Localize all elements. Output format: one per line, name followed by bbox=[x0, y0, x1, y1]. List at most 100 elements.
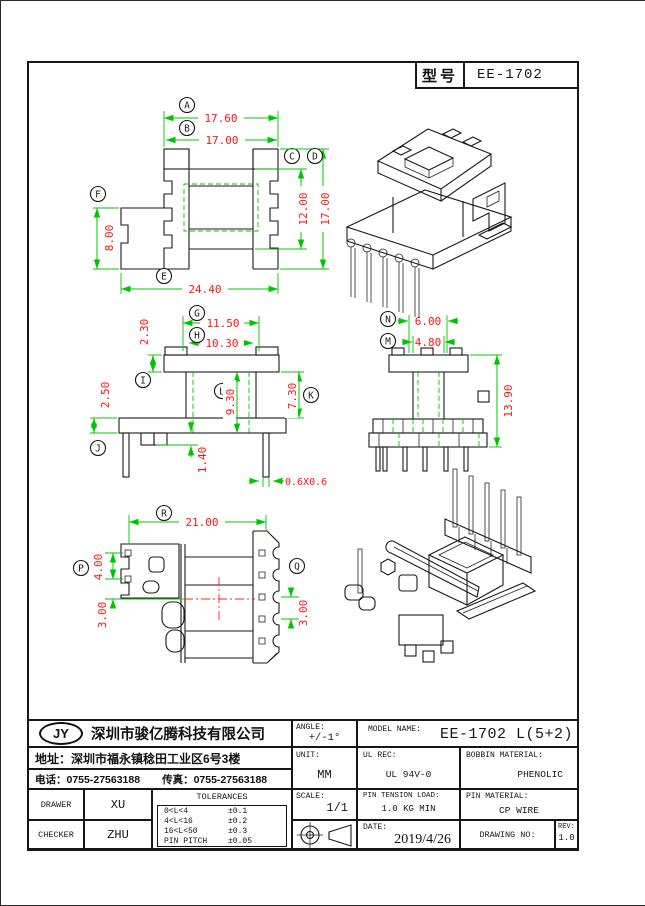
model-value: EE-1702 bbox=[477, 67, 543, 83]
balloon-e: E bbox=[161, 272, 167, 283]
dim-pin-square: 0.6X0.6 bbox=[285, 477, 327, 488]
dim-2-30: 2.30 bbox=[138, 319, 151, 346]
balloon-j: J bbox=[95, 444, 101, 455]
model-name-value: EE-1702 L(5+2) bbox=[440, 726, 574, 743]
pin-material-value: CP WIRE bbox=[499, 805, 539, 816]
dim-4-80: 4.80 bbox=[415, 336, 442, 349]
fax-text: 传真：0755-27563188 bbox=[162, 773, 268, 786]
ul-value: UL 94V-0 bbox=[385, 769, 432, 780]
dim-10-30: 10.30 bbox=[205, 337, 238, 350]
balloon-c: C bbox=[289, 152, 295, 163]
tolerance-row: 0<L<4±0.1 bbox=[164, 807, 248, 816]
scale-label: SCALE: bbox=[296, 792, 325, 801]
angle-cell: ANGLE: +/-1° bbox=[291, 719, 358, 748]
unit-cell: UNIT: MM bbox=[291, 746, 358, 790]
drawing-no-cell: DRAWING NO: bbox=[459, 819, 556, 850]
dim-6-00: 6.00 bbox=[415, 315, 442, 328]
projection-symbol bbox=[296, 821, 352, 848]
angle-label: ANGLE: bbox=[296, 723, 325, 732]
model-label: 型号 bbox=[421, 67, 458, 85]
checker-label-cell: CHECKER bbox=[27, 819, 85, 850]
drawer-value-cell: XU bbox=[83, 788, 153, 821]
date-label: DATE: bbox=[363, 823, 388, 832]
iso2-pins bbox=[452, 468, 522, 556]
dim-17-60: 17.60 bbox=[204, 112, 237, 125]
company-cell: JY 深圳市骏亿腾科技有限公司 bbox=[27, 719, 293, 748]
model-name-cell: MODEL NAME: EE-1702 L(5+2) bbox=[356, 719, 579, 748]
balloon-i: I bbox=[140, 376, 146, 387]
bobbin-material-label: BOBBIN MATERIAL: bbox=[466, 751, 543, 760]
pin-tension-cell: PIN TENSION LOAD: 1.0 KG MIN bbox=[356, 788, 461, 821]
top-outline bbox=[120, 530, 280, 664]
balloon-m: M bbox=[385, 337, 391, 348]
dim-1-40: 1.40 bbox=[196, 447, 209, 474]
balloon-k: K bbox=[308, 391, 314, 402]
view-top: R 21.00 P 4.00 3.00 Q 3.00 bbox=[72, 504, 310, 664]
tolerance-row: 16<L<50±0.3 bbox=[164, 827, 248, 836]
tolerance-row: 4<L<16±0.2 bbox=[164, 817, 248, 826]
ul-label: UL REC: bbox=[363, 751, 397, 760]
rev-cell: REV: 1.0 bbox=[554, 819, 579, 850]
rev-value: 1.0 bbox=[558, 833, 575, 843]
pin-material-label: PIN MATERIAL: bbox=[466, 792, 529, 801]
bobbin-material-cell: BOBBIN MATERIAL: PHENOLIC bbox=[459, 746, 579, 790]
checker-label: CHECKER bbox=[38, 829, 74, 840]
tolerances-table: 0<L<4±0.1 4<L<16±0.2 16<L<50±0.3 PIN PIT… bbox=[157, 805, 287, 847]
date-value: 2019/4/26 bbox=[394, 832, 451, 847]
dim-17-00h: 17.00 bbox=[319, 192, 332, 225]
pin-tension-label: PIN TENSION LOAD: bbox=[363, 792, 440, 800]
model-box-value-cell: EE-1702 bbox=[463, 61, 579, 89]
balloon-r: R bbox=[161, 509, 167, 520]
section-outline bbox=[118, 346, 287, 478]
pin-material-cell: PIN MATERIAL: CP WIRE bbox=[459, 788, 579, 821]
checker-value-cell: ZHU bbox=[83, 819, 153, 850]
tolerance-row: PIN PITCH±0.05 bbox=[164, 837, 253, 846]
view-end: N 6.00 M 4.80 13.90 bbox=[368, 310, 515, 472]
drawing-no-label: DRAWING NO: bbox=[479, 829, 536, 840]
scale-value: 1/1 bbox=[326, 801, 348, 815]
iso-view-upright bbox=[345, 128, 513, 318]
tolerances-title: TOLERANCES bbox=[196, 792, 248, 802]
model-name-label: MODEL NAME: bbox=[368, 725, 421, 734]
address-text: 地址：深圳市福永镇稔田工业区6号3楼 bbox=[35, 751, 241, 766]
pin-tension-value: 1.0 KG MIN bbox=[381, 804, 436, 814]
unit-value: MM bbox=[317, 768, 332, 782]
address-cell: 地址：深圳市福永镇稔田工业区6号3楼 bbox=[27, 746, 293, 770]
scale-cell: SCALE: 1/1 bbox=[291, 788, 358, 821]
balloon-q: Q bbox=[294, 562, 300, 573]
iso-view-lowright bbox=[344, 468, 537, 663]
dim-13-90: 13.90 bbox=[502, 384, 515, 417]
balloon-a: A bbox=[184, 101, 190, 112]
dim-9-30: 9.30 bbox=[224, 389, 237, 416]
projection-symbol-cell bbox=[291, 819, 358, 850]
date-cell: DATE: 2019/4/26 bbox=[356, 819, 461, 850]
view-front: A 17.60 B 17.00 C 12.00 D 17.00 bbox=[89, 96, 332, 296]
balloon-h: H bbox=[194, 331, 200, 342]
drawer-label-cell: DRAWER bbox=[27, 788, 85, 821]
dim-3-00-left: 3.00 bbox=[96, 602, 109, 629]
front-outline bbox=[120, 148, 279, 270]
dim-17-00w: 17.00 bbox=[205, 134, 238, 147]
dim-12-00: 12.00 bbox=[297, 192, 310, 225]
iso1-pins bbox=[346, 238, 420, 318]
phone-text: 电话：0755-27563188 bbox=[35, 773, 141, 786]
drawing-frame bbox=[27, 61, 579, 851]
model-box-label-cell: 型号 bbox=[415, 61, 465, 89]
dim-7-30: 7.30 bbox=[286, 383, 299, 410]
balloon-n: N bbox=[385, 315, 391, 326]
view-section: G 11.50 H 10.30 2.30 I 2.50 L bbox=[89, 304, 327, 488]
bobbin-material-value: PHENOLIC bbox=[517, 769, 563, 780]
dim-2-50: 2.50 bbox=[99, 382, 112, 409]
phone-fax-cell: 电话：0755-27563188 传真：0755-27563188 bbox=[27, 768, 293, 790]
dim-3-00-right: 3.00 bbox=[297, 600, 310, 627]
ul-cell: UL REC: UL 94V-0 bbox=[356, 746, 461, 790]
unit-label: UNIT: bbox=[296, 751, 321, 760]
company-logo: JY bbox=[39, 722, 83, 745]
drawer-label: DRAWER bbox=[40, 799, 72, 810]
balloon-g: G bbox=[194, 309, 200, 320]
angle-value: +/-1° bbox=[308, 732, 341, 744]
tolerances-cell: TOLERANCES 0<L<4±0.1 4<L<16±0.2 16<L<50±… bbox=[151, 788, 293, 850]
balloon-p: P bbox=[78, 564, 84, 575]
